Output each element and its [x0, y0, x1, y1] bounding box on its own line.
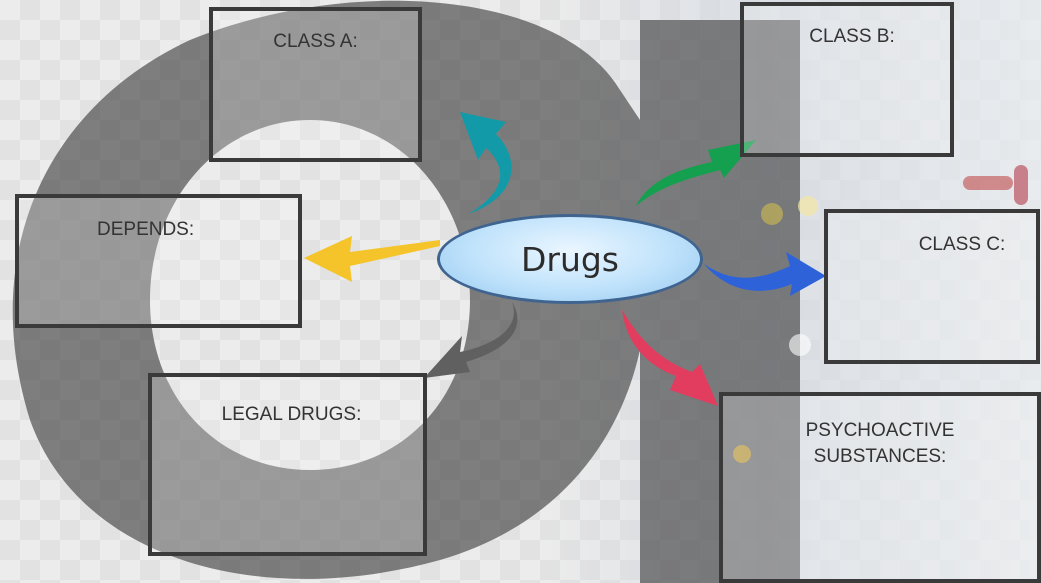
depends-box[interactable]: DEPENDS:	[15, 194, 302, 328]
arrow-to-class-a	[460, 112, 512, 214]
psychoactive-substances-label: PSYCHOACTIVE SUBSTANCES:	[723, 418, 1037, 469]
legal-drugs-label: LEGAL DRUGS:	[221, 404, 362, 425]
center-node-label: Drugs	[520, 239, 620, 279]
legal-drugs-box[interactable]: LEGAL DRUGS:	[148, 373, 427, 556]
depends-label: DEPENDS:	[97, 219, 195, 240]
class-c-box[interactable]: CLASS C:	[824, 209, 1040, 364]
class-b-box[interactable]: CLASS B:	[740, 2, 954, 157]
psychoactive-line-2: SUBSTANCES:	[813, 445, 947, 467]
class-b-label: CLASS B:	[809, 26, 895, 47]
center-node-drugs[interactable]: Drugs	[437, 214, 703, 304]
arrow-to-class-b	[636, 140, 756, 206]
class-a-label: CLASS A:	[273, 31, 358, 52]
arrow-to-psychoactive	[622, 310, 718, 406]
arrow-to-depends	[304, 236, 440, 282]
arrow-to-legal-drugs	[424, 302, 518, 378]
class-a-box[interactable]: CLASS A:	[209, 7, 422, 162]
arrow-to-class-c	[704, 252, 826, 296]
class-c-label: CLASS C:	[918, 234, 1006, 255]
psychoactive-line-1: PSYCHOACTIVE	[805, 420, 955, 441]
psychoactive-substances-box[interactable]: PSYCHOACTIVE SUBSTANCES:	[719, 392, 1041, 583]
